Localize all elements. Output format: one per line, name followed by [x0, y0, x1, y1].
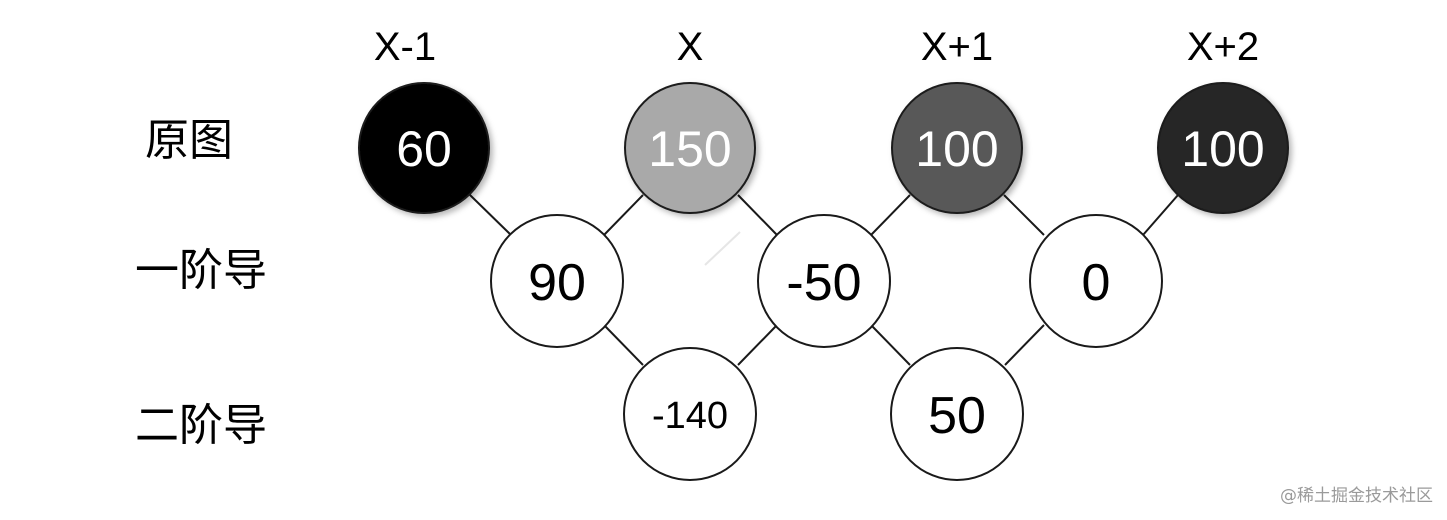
- node-value: -140: [652, 395, 728, 437]
- row-label-original: 原图: [145, 115, 233, 166]
- edge-original-3-first-2: [1142, 194, 1179, 236]
- original-node-2: 100: [891, 82, 1023, 214]
- second-derivative-row: -140 50: [623, 347, 1024, 481]
- original-node-1: 150: [624, 82, 756, 214]
- node-value: -50: [786, 254, 861, 312]
- node-circle: [891, 82, 1023, 214]
- first-derivative-node-0: 90: [490, 214, 624, 348]
- row-label-first-derivative: 一阶导: [135, 245, 267, 296]
- column-header-x: X: [677, 25, 704, 69]
- node-value: 0: [1082, 254, 1111, 312]
- original-row: 60 150 100 100: [358, 82, 1289, 214]
- node-circle: [358, 82, 490, 214]
- node-value: 60: [396, 121, 452, 177]
- row-labels: 原图 一阶导 二阶导: [135, 115, 267, 451]
- column-headers: X-1 X X+1 X+2: [374, 25, 1259, 69]
- edge-original-2-first-1: [870, 194, 911, 236]
- edge-first-2-second-1: [1004, 324, 1045, 366]
- edge-original-2-first-2: [1003, 194, 1045, 236]
- node-value: 90: [528, 254, 586, 312]
- original-node-3: 100: [1157, 82, 1289, 214]
- original-node-0: 60: [358, 82, 490, 214]
- second-derivative-node-0: -140: [623, 347, 757, 481]
- faint-stray-line: [704, 231, 741, 266]
- node-circle: [490, 214, 624, 348]
- first-derivative-node-1: -50: [757, 214, 891, 348]
- node-value: 50: [928, 387, 986, 445]
- column-header-x-minus-1: X-1: [374, 25, 436, 69]
- column-header-x-plus-1: X+1: [921, 25, 993, 69]
- node-circle: [757, 214, 891, 348]
- edge-first-1-second-0: [737, 324, 778, 366]
- edge-original-1-first-0: [603, 194, 644, 236]
- node-value: 100: [915, 121, 998, 177]
- watermark-text: @稀土掘金技术社区: [1280, 486, 1433, 506]
- node-value: 100: [1181, 121, 1264, 177]
- edge-first-1-second-1: [870, 324, 911, 366]
- edge-first-0-second-0: [603, 324, 644, 366]
- node-value: 150: [648, 121, 731, 177]
- edge-original-0-first-0: [469, 194, 512, 236]
- node-circle: [1157, 82, 1289, 214]
- first-derivative-node-2: 0: [1029, 214, 1163, 348]
- node-circle: [1029, 214, 1163, 348]
- node-circle: [624, 82, 756, 214]
- node-circle: [890, 347, 1024, 481]
- column-header-x-plus-2: X+2: [1187, 25, 1259, 69]
- connector-lines: [469, 194, 1179, 366]
- second-derivative-node-1: 50: [890, 347, 1024, 481]
- node-circle: [623, 347, 757, 481]
- row-label-second-derivative: 二阶导: [135, 400, 267, 451]
- first-derivative-row: 90 -50 0: [490, 214, 1163, 348]
- edge-original-1-first-1: [737, 194, 778, 236]
